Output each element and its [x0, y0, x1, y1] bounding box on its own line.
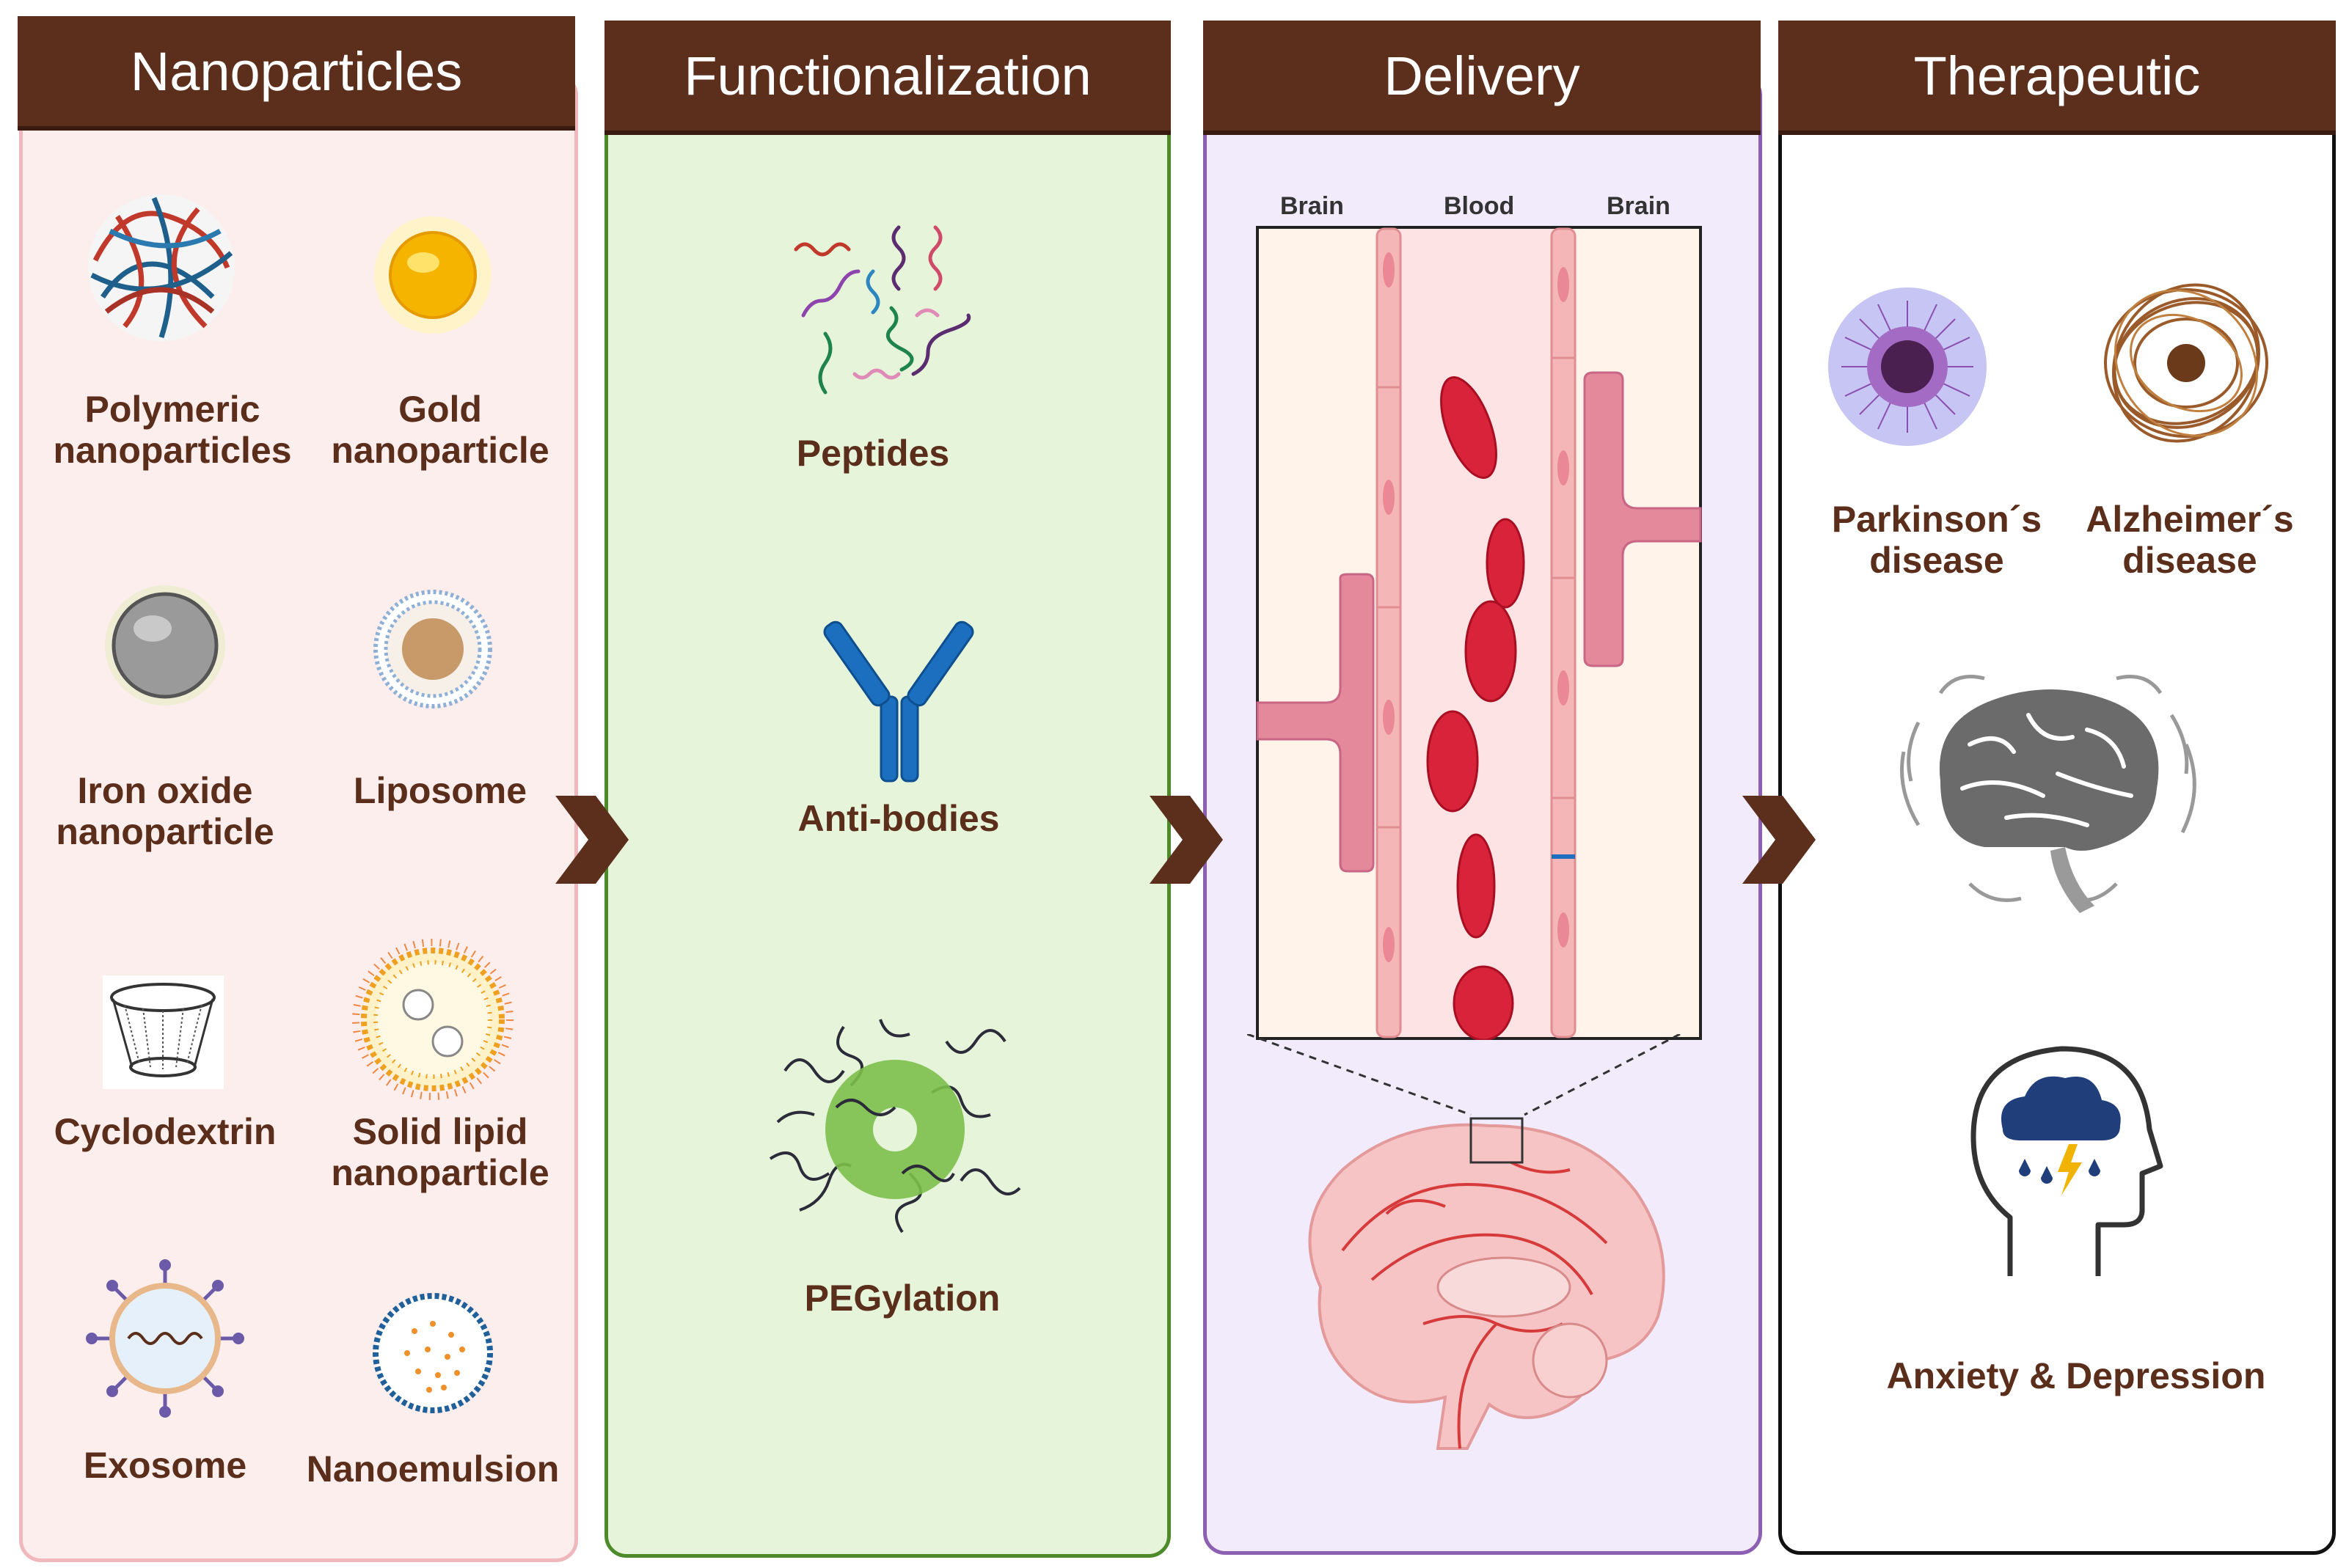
brain-sagittal-icon — [1308, 1117, 1665, 1450]
gold-nanoparticle-label: Gold nanoparticle — [331, 389, 549, 471]
liposome-icon — [373, 590, 492, 708]
parkinsons-label: Parkinson´s disease — [1831, 499, 2042, 581]
exosome-icon — [86, 1259, 244, 1418]
header-functionalization: Functionalization — [604, 21, 1171, 131]
nanoemulsion-icon — [373, 1293, 493, 1413]
blood-brain-barrier-diagram — [1256, 226, 1702, 1040]
header-therapeutic: Therapeutic — [1778, 21, 2336, 131]
liposome-label: Liposome — [353, 770, 527, 811]
brain-label-left: Brain — [1280, 192, 1344, 220]
zoom-guide-lines — [1247, 1034, 1681, 1116]
brain-icon — [1900, 675, 2196, 913]
solid-lipid-nanoparticle-label: Solid lipid nanoparticle — [331, 1111, 549, 1193]
parkinsons-icon — [1828, 287, 1987, 446]
pegylation-label: PEGylation — [804, 1278, 1001, 1319]
chevron-right-icon — [1742, 796, 1816, 884]
functionalization-panel — [604, 73, 1171, 1558]
antibodies-label: Anti-bodies — [797, 798, 1000, 839]
exosome-label: Exosome — [83, 1445, 247, 1486]
cyclodextrin-icon — [103, 975, 224, 1089]
header-nanoparticles: Nanoparticles — [18, 16, 575, 126]
cyclodextrin-label: Cyclodextrin — [54, 1111, 277, 1152]
blood-label: Blood — [1444, 192, 1515, 220]
alzheimers-label: Alzheimer´s disease — [2086, 499, 2294, 581]
nanoemulsion-label: Nanoemulsion — [306, 1448, 560, 1490]
anxiety-depression-label: Anxiety & Depression — [1886, 1355, 2266, 1396]
polymeric-nanoparticle-icon — [88, 194, 235, 341]
solid-lipid-nanoparticle-icon — [352, 939, 514, 1100]
anxiety-head-icon — [1970, 1046, 2163, 1276]
peptides-label: Peptides — [796, 433, 950, 474]
antibody-icon — [823, 620, 974, 783]
chevron-right-icon — [1150, 796, 1223, 884]
header-delivery: Delivery — [1203, 21, 1761, 131]
iron-oxide-nanoparticle-icon — [105, 585, 225, 706]
gold-nanoparticle-icon — [374, 216, 492, 334]
iron-oxide-nanoparticle-label: Iron oxide nanoparticle — [56, 770, 274, 852]
alzheimers-icon — [2104, 283, 2268, 443]
chevron-right-icon — [555, 796, 629, 884]
peptides-icon — [794, 225, 971, 395]
brain-label-right: Brain — [1607, 192, 1670, 220]
pegylation-icon — [769, 1019, 1021, 1234]
polymeric-nanoparticles-label: Polymeric nanoparticles — [53, 389, 292, 471]
